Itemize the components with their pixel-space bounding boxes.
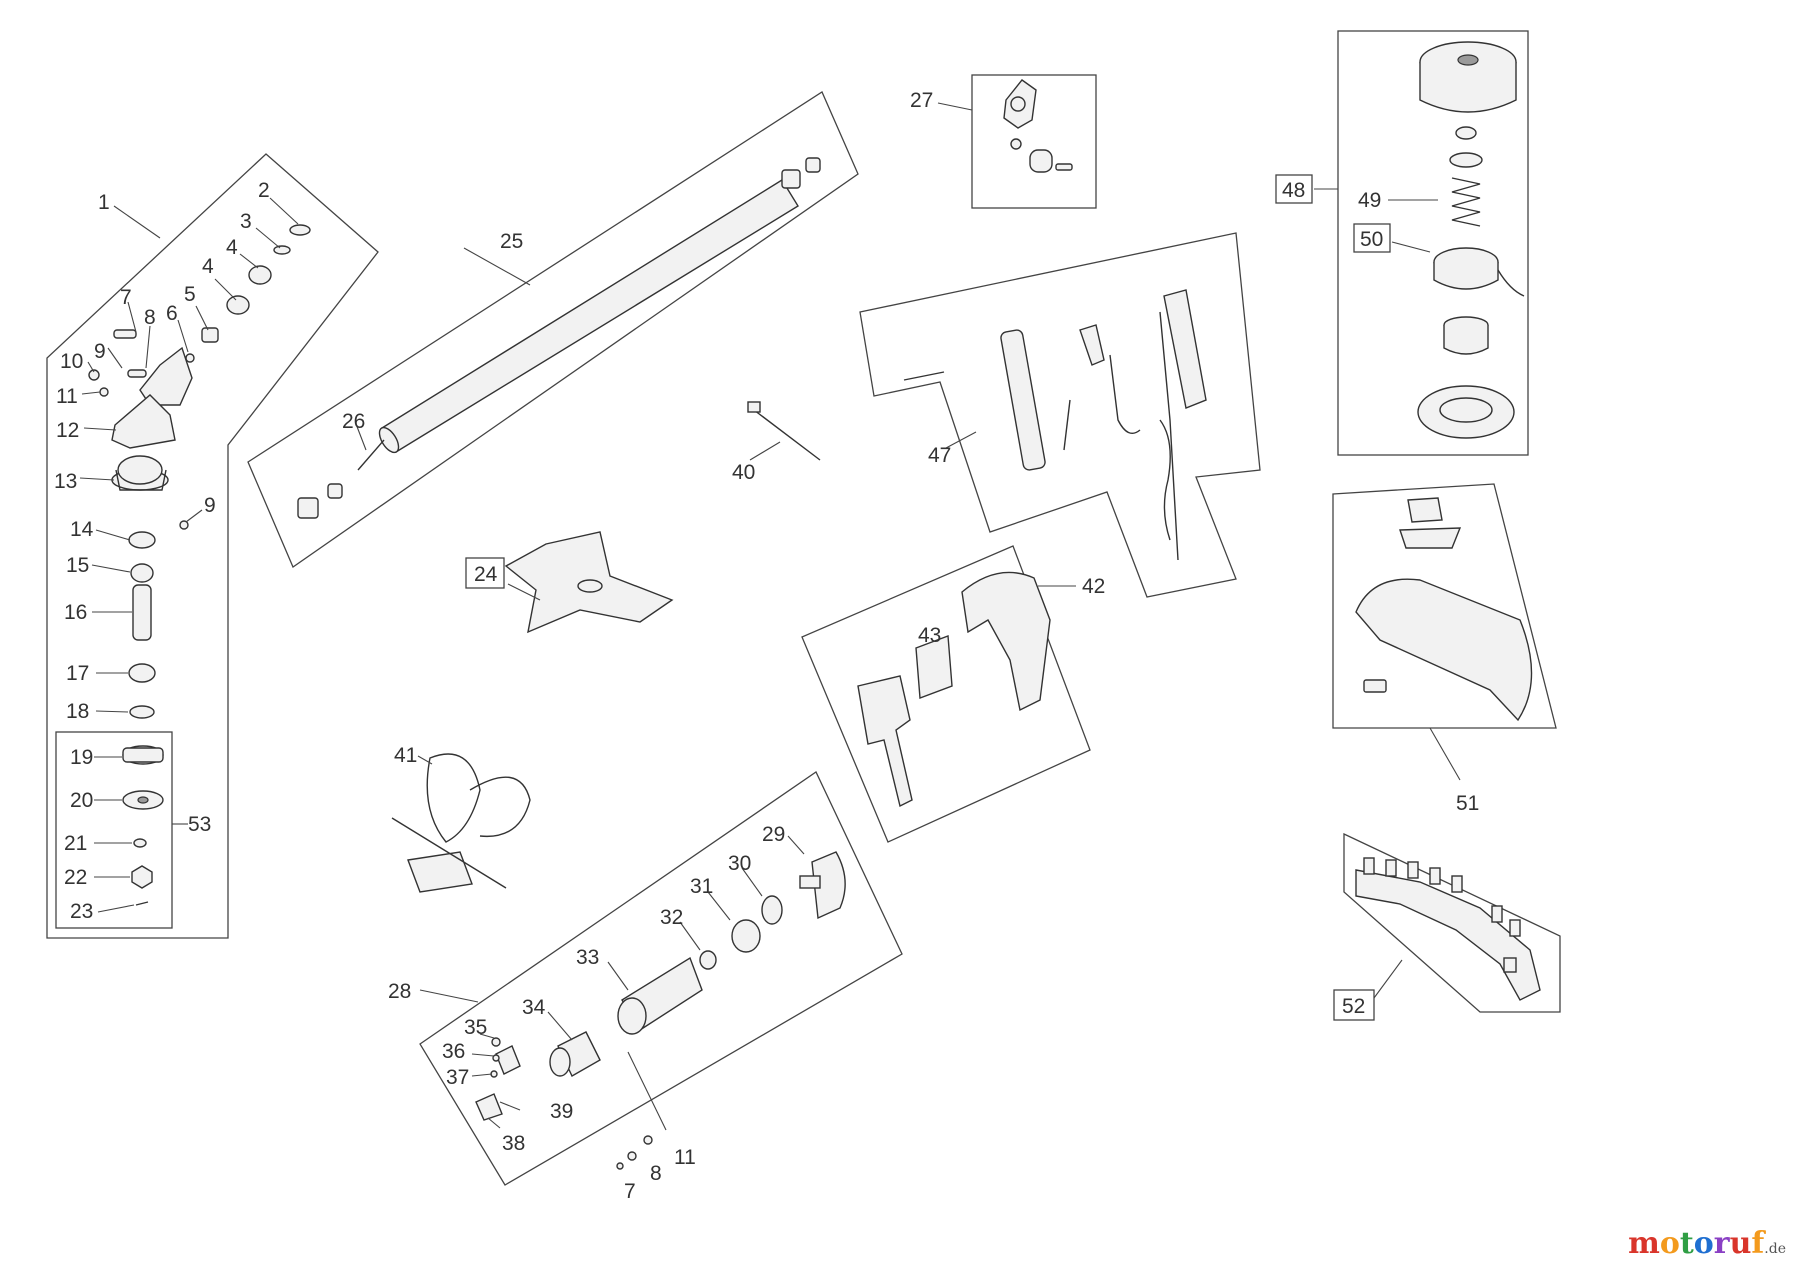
callout-7: 7 bbox=[120, 286, 132, 309]
logo-letter: m bbox=[1628, 1226, 1660, 1261]
part-24-blade: 24 bbox=[465, 531, 674, 634]
callout-16: 16 bbox=[64, 601, 87, 624]
callout-1: 1 bbox=[98, 191, 110, 214]
callout-7b: 7 bbox=[624, 1180, 636, 1203]
logo-letter: u bbox=[1729, 1226, 1752, 1261]
group-gear-head: 1 2 3 4 4 5 6 7 8 9 10 11 12 13 9 14 15 … bbox=[46, 153, 379, 939]
callout-38: 38 bbox=[502, 1132, 525, 1155]
callout-21: 21 bbox=[64, 832, 87, 855]
group-trimmer-head: 48 49 50 bbox=[1275, 30, 1529, 456]
callout-39: 39 bbox=[550, 1100, 573, 1123]
callout-6: 6 bbox=[166, 302, 178, 325]
callout-29: 29 bbox=[762, 823, 785, 846]
callout-47: 47 bbox=[928, 444, 951, 467]
callout-36: 36 bbox=[442, 1040, 465, 1063]
group-front-handle: 42 43 bbox=[801, 545, 1105, 843]
group-line-cutter: 52 bbox=[1333, 832, 1561, 1021]
callout-48: 48 bbox=[1282, 179, 1305, 202]
callout-10: 10 bbox=[60, 350, 83, 373]
callout-51: 51 bbox=[1456, 792, 1479, 815]
callout-27: 27 bbox=[910, 89, 933, 112]
callout-23: 23 bbox=[70, 900, 93, 923]
callout-31: 31 bbox=[690, 875, 713, 898]
callout-33: 33 bbox=[576, 946, 599, 969]
callout-52: 52 bbox=[1342, 995, 1365, 1018]
callout-11b: 11 bbox=[674, 1146, 696, 1169]
part-40-cable-tie: 40 bbox=[732, 401, 821, 484]
callout-41: 41 bbox=[394, 744, 417, 767]
callout-22: 22 bbox=[64, 866, 87, 889]
callout-49: 49 bbox=[1358, 189, 1381, 212]
callout-4a: 4 bbox=[226, 236, 238, 259]
callout-35: 35 bbox=[464, 1016, 487, 1039]
callout-18: 18 bbox=[66, 700, 89, 723]
callout-40: 40 bbox=[732, 461, 755, 484]
callout-50: 50 bbox=[1360, 228, 1383, 251]
callout-5: 5 bbox=[184, 283, 196, 306]
group-shaft-tube: 25 26 bbox=[247, 91, 859, 568]
callout-11: 11 bbox=[56, 385, 78, 408]
callout-26: 26 bbox=[342, 410, 365, 433]
callout-8: 8 bbox=[144, 306, 156, 329]
callout-43: 43 bbox=[918, 624, 941, 647]
logo-letter: t bbox=[1679, 1226, 1694, 1261]
callout-24: 24 bbox=[474, 563, 498, 586]
callout-9b: 9 bbox=[204, 494, 216, 517]
callout-14: 14 bbox=[70, 518, 94, 541]
logo-letter: f bbox=[1751, 1226, 1765, 1261]
callout-8b: 8 bbox=[650, 1162, 662, 1185]
callout-28: 28 bbox=[388, 980, 411, 1003]
callout-2: 2 bbox=[258, 179, 270, 202]
callout-12: 12 bbox=[56, 419, 79, 442]
logo-letter: o bbox=[1659, 1226, 1680, 1261]
callout-15: 15 bbox=[66, 554, 89, 577]
part-41-harness: 41 bbox=[391, 744, 531, 893]
callout-19: 19 bbox=[70, 746, 93, 769]
callout-25: 25 bbox=[500, 230, 523, 253]
callout-13: 13 bbox=[54, 470, 77, 493]
logo-letter: o bbox=[1693, 1226, 1714, 1261]
group-clutch: 28 29 30 31 32 33 34 35 36 37 38 39 7 8 … bbox=[388, 771, 903, 1203]
group-guard: 51 bbox=[1332, 483, 1557, 815]
callout-4b: 4 bbox=[202, 255, 214, 278]
logo-letter: r bbox=[1713, 1226, 1730, 1261]
callout-17: 17 bbox=[66, 662, 89, 685]
callout-32: 32 bbox=[660, 906, 683, 929]
callout-37: 37 bbox=[446, 1066, 469, 1089]
callout-53: 53 bbox=[188, 813, 211, 836]
group-clamp: 27 bbox=[910, 74, 1097, 209]
callout-34: 34 bbox=[522, 996, 546, 1019]
callout-9: 9 bbox=[94, 340, 106, 363]
callout-20: 20 bbox=[70, 789, 93, 812]
callout-3: 3 bbox=[240, 210, 252, 233]
callout-42: 42 bbox=[1082, 575, 1105, 598]
motoruf-logo: motoruf.de bbox=[1628, 1226, 1786, 1261]
callout-30: 30 bbox=[728, 852, 751, 875]
group-throttle: 47 bbox=[859, 232, 1261, 598]
